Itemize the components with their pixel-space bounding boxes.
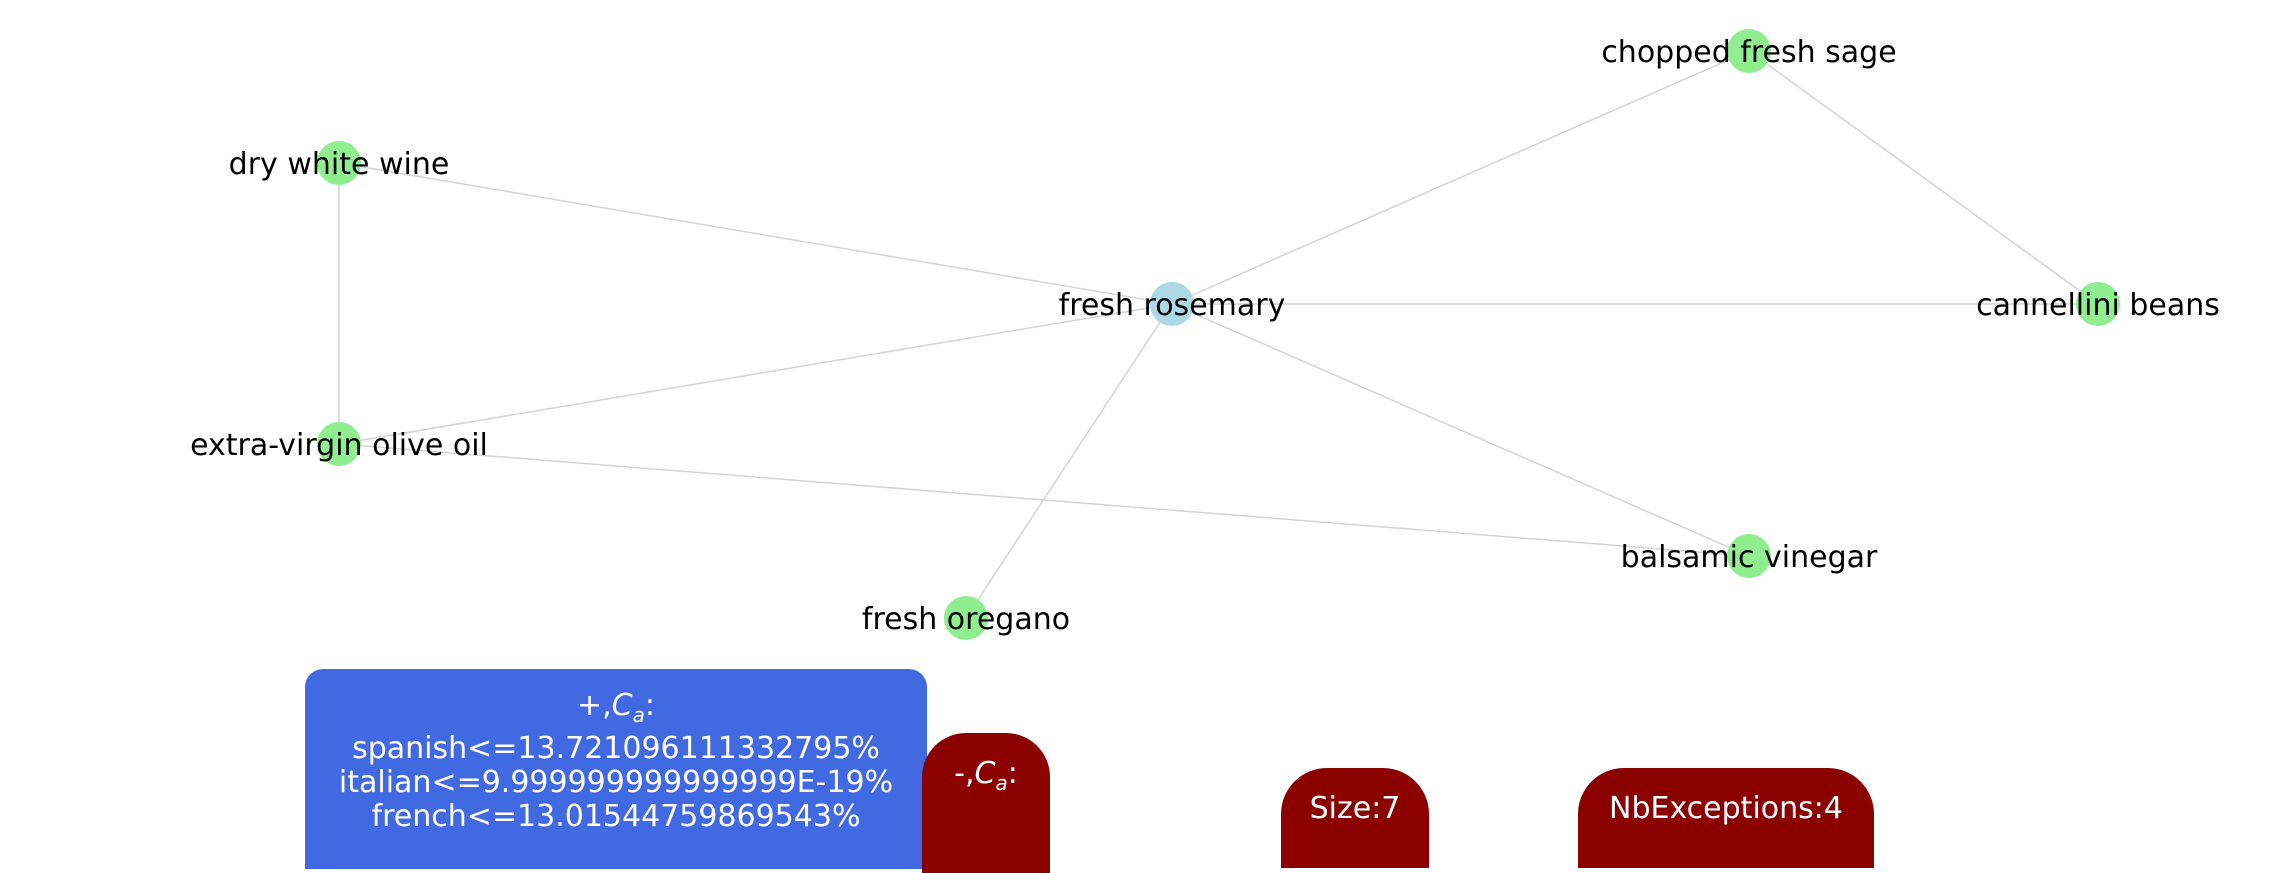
node-fresh-rosemary[interactable]: [1150, 282, 1194, 326]
size-label: Size:7: [1309, 791, 1401, 826]
node-chopped-fresh-sage[interactable]: [1727, 29, 1771, 73]
node-balsamic-vinegar[interactable]: [1727, 534, 1771, 578]
node-label-extra-virgin-olive-oil: extra-virgin olive oil: [190, 428, 488, 463]
node-label-dry-white-wine: dry white wine: [229, 147, 450, 182]
node-dry-white-wine[interactable]: [317, 141, 361, 185]
positive-contrast-box: +,Ca: spanish<=13.721096111332795% itali…: [305, 669, 927, 869]
edge-extra-virgin-olive-oil-balsamic-vinegar: [338, 443, 1750, 557]
graph-nodes: [317, 29, 2120, 640]
node-fresh-oregano[interactable]: [944, 596, 988, 640]
node-label-balsamic-vinegar: balsamic vinegar: [1621, 540, 1878, 575]
ingredient-graph: fresh rosemary chopped fresh sage dry whit…: [190, 29, 2220, 640]
edge-fresh-rosemary-chopped-fresh-sage: [1171, 50, 1750, 305]
positive-box-line-spanish: spanish<=13.721096111332795%: [352, 731, 880, 766]
edge-fresh-rosemary-fresh-oregano: [965, 303, 1173, 619]
positive-box-line-italian: italian<=9.999999999999999E-19%: [338, 765, 894, 800]
negative-contrast-box: -,Ca:: [922, 733, 1050, 873]
exceptions-badge: NbExceptions:4: [1578, 768, 1874, 868]
node-label-chopped-fresh-sage: chopped fresh sage: [1601, 35, 1896, 70]
node-label-cannellini-beans: cannellini beans: [1976, 288, 2220, 323]
node-label-fresh-rosemary: fresh rosemary: [1059, 288, 1286, 323]
edge-fresh-rosemary-extra-virgin-olive-oil: [338, 303, 1173, 445]
negative-box-heading: -,Ca:: [954, 756, 1018, 796]
positive-box-line-french: french<=13.01544759869543%: [371, 799, 861, 834]
graph-edges: [338, 50, 2099, 619]
node-cannellini-beans[interactable]: [2076, 282, 2120, 326]
edge-fresh-rosemary-balsamic-vinegar: [1171, 303, 1750, 557]
positive-box-heading: +,Ca:: [576, 688, 655, 728]
exceptions-label: NbExceptions:4: [1609, 791, 1843, 826]
graph-labels: fresh rosemary chopped fresh sage dry whit…: [190, 35, 2220, 637]
edge-chopped-fresh-sage-cannellini-beans: [1748, 50, 2099, 305]
node-label-fresh-oregano: fresh oregano: [862, 602, 1070, 637]
node-extra-virgin-olive-oil[interactable]: [317, 422, 361, 466]
size-badge: Size:7: [1281, 768, 1429, 868]
edge-fresh-rosemary-dry-white-wine: [338, 162, 1173, 305]
